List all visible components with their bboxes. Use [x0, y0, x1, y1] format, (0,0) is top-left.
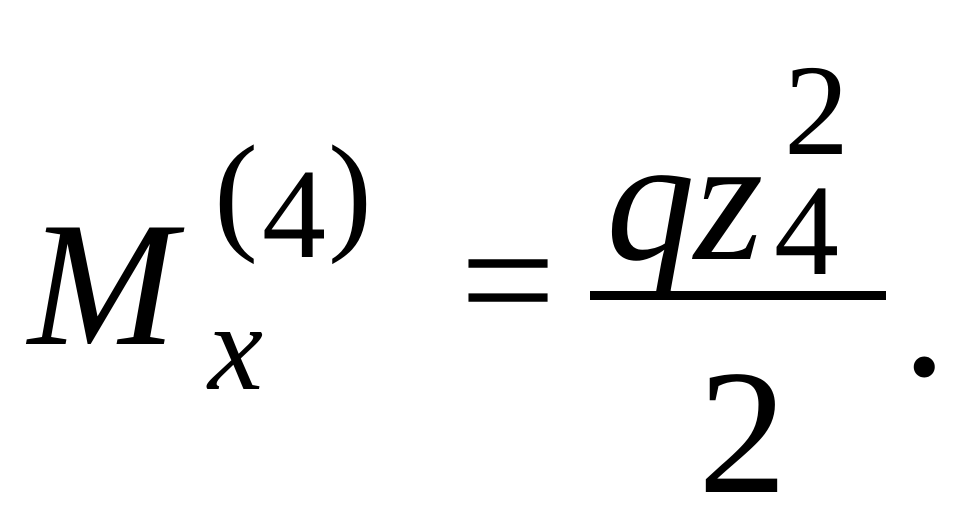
subscript-axis: x	[208, 279, 264, 416]
numerator-z: z	[694, 100, 764, 298]
fraction-bar	[590, 291, 886, 300]
superscript-open-paren: (	[214, 118, 258, 265]
numerator-subscript: 4	[774, 159, 839, 303]
superscript-close-paren: )	[328, 118, 372, 265]
denominator: 2	[698, 333, 787, 531]
numerator-exponent: 2	[784, 39, 849, 183]
moment-symbol: M	[28, 185, 177, 383]
terminating-period: .	[902, 216, 947, 414]
superscript-index: 4	[262, 143, 326, 285]
numerator-q: q	[606, 100, 695, 298]
formula: M ( 4 ) x = q z 2 4 2 .	[28, 39, 947, 531]
equals-sign: =	[460, 186, 556, 374]
